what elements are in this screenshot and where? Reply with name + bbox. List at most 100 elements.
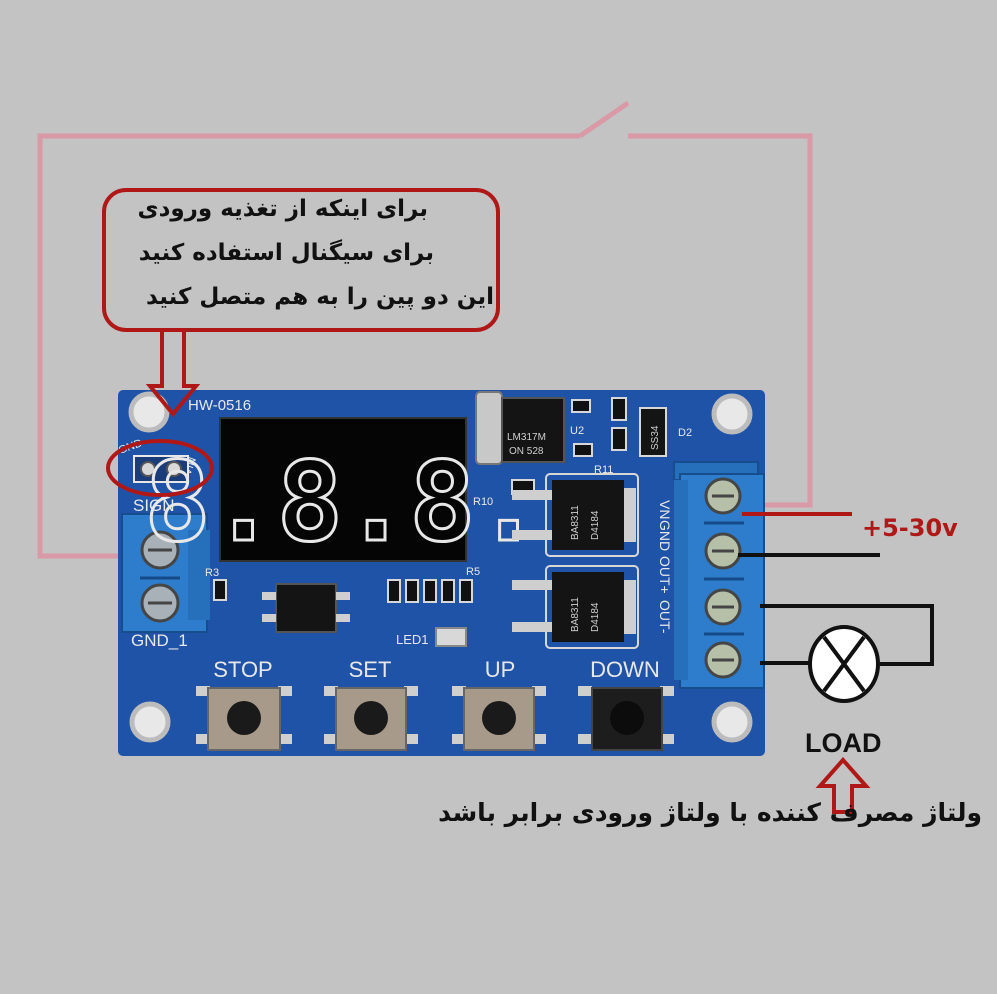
button-pad <box>452 734 466 744</box>
button-pad <box>660 686 674 696</box>
chip-pin <box>336 614 350 622</box>
mosfet-chip <box>552 572 624 642</box>
terminal-label-out-plus: OUT+ <box>657 556 673 594</box>
smd-resistor <box>213 579 227 601</box>
jumper-pin-gnd <box>140 461 156 477</box>
ref-d2: D2 <box>678 427 692 439</box>
regulator-text-2: ON 528 <box>509 446 544 457</box>
mosfet-tab <box>624 488 636 542</box>
mosfet-outline <box>545 565 639 649</box>
voltage-note: ولتاژ مصرف کننده با ولتاژ ورودی برابر با… <box>438 798 982 827</box>
load-up-arrow-icon <box>815 756 871 814</box>
smd-resistor <box>441 579 455 603</box>
ref-r10: R10 <box>473 496 493 508</box>
button-pad <box>532 734 546 744</box>
diode-text: SS34 <box>650 425 661 450</box>
button-pad <box>324 686 338 696</box>
callout-annotation <box>102 188 500 497</box>
jumper-highlight-circle <box>106 439 214 497</box>
button-pad <box>404 686 418 696</box>
button-pad <box>278 686 292 696</box>
chip-pin <box>262 592 276 600</box>
mosfet-2-text: D4184 <box>590 602 601 632</box>
mosfet-chip <box>552 480 624 550</box>
button-pad <box>660 734 674 744</box>
mosfet-1-text: D4184 <box>590 510 601 540</box>
button-pad <box>404 734 418 744</box>
button-cap <box>354 701 388 735</box>
mount-hole <box>128 391 170 433</box>
mosfet-outline <box>545 473 639 557</box>
button-pad <box>196 686 210 696</box>
smd-resistor <box>611 427 627 451</box>
terminal-label-gnd: GND <box>657 520 673 551</box>
mosfet-pin <box>512 580 552 590</box>
button-label-down: DOWN <box>590 657 660 682</box>
button-pad <box>196 734 210 744</box>
signal-terminal-side <box>188 530 210 620</box>
button-label-set: SET <box>349 657 392 682</box>
wire-right-loop <box>628 133 813 508</box>
button-cap <box>482 701 516 735</box>
load-circuit <box>760 604 934 703</box>
ref-r3: R3 <box>205 567 219 579</box>
optocoupler-chip <box>275 583 337 633</box>
chip-pin <box>336 592 350 600</box>
button-cap <box>610 701 644 735</box>
smd-resistor <box>387 579 401 603</box>
button-pad <box>324 734 338 744</box>
lamp-cross <box>822 635 866 693</box>
mount-hole <box>129 701 171 743</box>
callout-line-1: برای اینکه از تغذیه ورودی <box>137 196 429 222</box>
callout-arrow <box>145 330 201 418</box>
status-led <box>435 627 467 647</box>
mosfet-2-code: BA8311 <box>570 597 581 632</box>
pink-wiring <box>37 100 813 559</box>
ground-label: GND_1 <box>131 631 188 650</box>
terminal-label-out-minus: OUT- <box>657 600 673 634</box>
mosfet-pin <box>512 622 552 632</box>
regulator-text-1: LM317M <box>507 432 546 443</box>
mount-hole <box>711 393 753 435</box>
supply-voltage-label: +5-30v <box>862 514 958 542</box>
callout-box <box>102 188 500 332</box>
callout-line-2: برای سیگنال استفاده کنید <box>138 240 434 266</box>
mosfet-1-code: BA8311 <box>570 505 581 540</box>
button-label-up: UP <box>485 657 516 682</box>
ref-r5: R5 <box>466 566 480 578</box>
button-cap <box>227 701 261 735</box>
board-model-label: HW-0516 <box>188 397 251 414</box>
button-pad <box>532 686 546 696</box>
push-button-set <box>324 686 418 751</box>
smd-resistor <box>405 579 419 603</box>
mosfet-tab <box>624 580 636 634</box>
push-button-stop <box>196 686 292 751</box>
button-pad <box>578 686 592 696</box>
led-label: LED1 <box>396 632 429 647</box>
signal-label: SIGN <box>133 496 175 515</box>
wire-load-out-plus <box>760 604 934 666</box>
wire-left-loop <box>37 133 580 559</box>
smd-resistor <box>459 579 473 603</box>
jumper-pin-vin <box>166 461 182 477</box>
display-module <box>219 417 467 562</box>
chip-pin <box>262 614 276 622</box>
callout-line-3: این دو پین را به هم متصل کنید <box>145 284 494 310</box>
button-body <box>463 687 535 751</box>
smd-resistor <box>571 399 591 413</box>
push-button-up <box>452 686 546 751</box>
button-pad <box>578 734 592 744</box>
load-label: LOAD <box>805 728 882 758</box>
mosfet-pin <box>512 490 552 500</box>
switch-blade <box>578 100 630 139</box>
mount-hole <box>711 701 753 743</box>
mosfet-pin <box>512 530 552 540</box>
push-button-down <box>578 686 674 751</box>
regulator-chip <box>501 397 565 463</box>
terminal-label-vn: VN <box>657 500 673 519</box>
smd-resistor <box>423 579 437 603</box>
smd-resistor <box>573 443 593 457</box>
terminal-block-side <box>674 480 688 680</box>
callout-text: برای اینکه از تغذیه ورودی برای سیگنال اس… <box>104 190 498 330</box>
